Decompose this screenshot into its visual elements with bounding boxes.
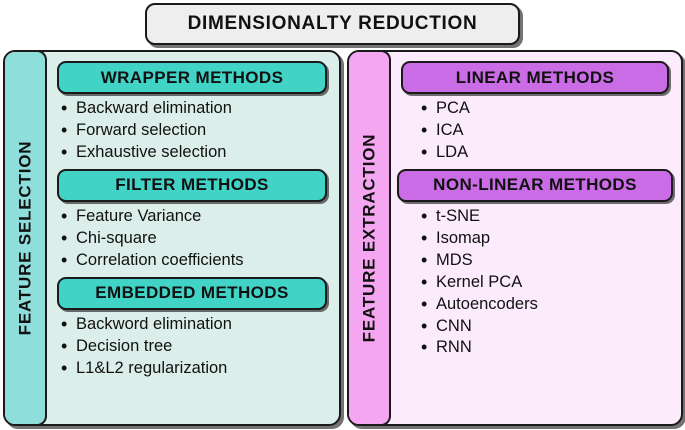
panel-feature-extraction: FEATURE EXTRACTION LINEAR METHODS PCA IC…	[347, 50, 683, 426]
list-item: MDS	[419, 249, 673, 273]
diagram-title-box: DIMENSIONALTY REDUCTION	[145, 3, 520, 45]
panel-feature-selection: FEATURE SELECTION WRAPPER METHODS Backwa…	[3, 50, 341, 426]
section-header-non-linear-methods[interactable]: NON-LINEAR METHODS	[397, 168, 673, 202]
list-item: Exhaustive selection	[59, 141, 331, 165]
section-header-wrapper-methods[interactable]: WRAPPER METHODS	[57, 61, 327, 94]
item-list-embedded-methods: Backword elimination Decision tree L1&L2…	[53, 313, 331, 381]
list-item: t-SNE	[419, 205, 673, 229]
item-list-wrapper-methods: Backward elimination Forward selection E…	[53, 97, 331, 165]
list-item: PCA	[419, 97, 673, 121]
section-non-linear-methods: NON-LINEAR METHODS t-SNE Isomap MDS Kern…	[397, 166, 673, 360]
list-item: LDA	[419, 141, 673, 165]
side-label-feature-selection: FEATURE SELECTION	[5, 52, 47, 424]
panel-body-feature-selection: WRAPPER METHODS Backward elimination For…	[47, 52, 339, 424]
side-label-feature-extraction: FEATURE EXTRACTION	[349, 52, 391, 424]
section-header-linear-methods-text: LINEAR METHODS	[455, 67, 615, 87]
item-list-linear-methods: PCA ICA LDA	[397, 97, 673, 165]
list-item: Decision tree	[59, 335, 331, 359]
list-item: L1&L2 regularization	[59, 357, 331, 381]
section-header-embedded-methods-text: EMBEDDED METHODS	[95, 283, 289, 303]
section-header-filter-methods[interactable]: FILTER METHODS	[57, 168, 327, 202]
list-item: Backward elimination	[59, 97, 331, 121]
list-item: Forward selection	[59, 119, 331, 143]
section-wrapper-methods: WRAPPER METHODS Backward elimination For…	[53, 58, 331, 165]
section-filter-methods: FILTER METHODS Feature Variance Chi-squa…	[53, 166, 331, 273]
list-item: ICA	[419, 119, 673, 143]
list-item: Kernel PCA	[419, 271, 673, 295]
section-linear-methods: LINEAR METHODS PCA ICA LDA	[397, 58, 673, 165]
list-item: Correlation coefficients	[59, 249, 331, 273]
list-item: CNN	[419, 315, 673, 339]
side-label-feature-extraction-text: FEATURE EXTRACTION	[359, 133, 379, 343]
diagram-title-text: DIMENSIONALTY REDUCTION	[187, 13, 478, 34]
list-item: Backword elimination	[59, 313, 331, 337]
item-list-filter-methods: Feature Variance Chi-square Correlation …	[53, 205, 331, 273]
item-list-non-linear-methods: t-SNE Isomap MDS Kernel PCA Autoencoders…	[397, 205, 673, 360]
list-item: Isomap	[419, 227, 673, 251]
list-item: Chi-square	[59, 227, 331, 251]
list-item: Autoencoders	[419, 293, 673, 317]
section-embedded-methods: EMBEDDED METHODS Backword elimination De…	[53, 274, 331, 380]
section-header-linear-methods[interactable]: LINEAR METHODS	[401, 61, 669, 94]
side-label-feature-selection-text: FEATURE SELECTION	[15, 140, 34, 336]
list-item: RNN	[419, 336, 673, 360]
list-item: Feature Variance	[59, 205, 331, 229]
section-header-filter-methods-text: FILTER METHODS	[115, 175, 269, 195]
section-header-wrapper-methods-text: WRAPPER METHODS	[100, 67, 284, 87]
section-header-embedded-methods[interactable]: EMBEDDED METHODS	[57, 276, 327, 310]
panel-body-feature-extraction: LINEAR METHODS PCA ICA LDA NON-LINEAR ME…	[391, 52, 681, 424]
section-header-non-linear-methods-text: NON-LINEAR METHODS	[433, 175, 637, 195]
